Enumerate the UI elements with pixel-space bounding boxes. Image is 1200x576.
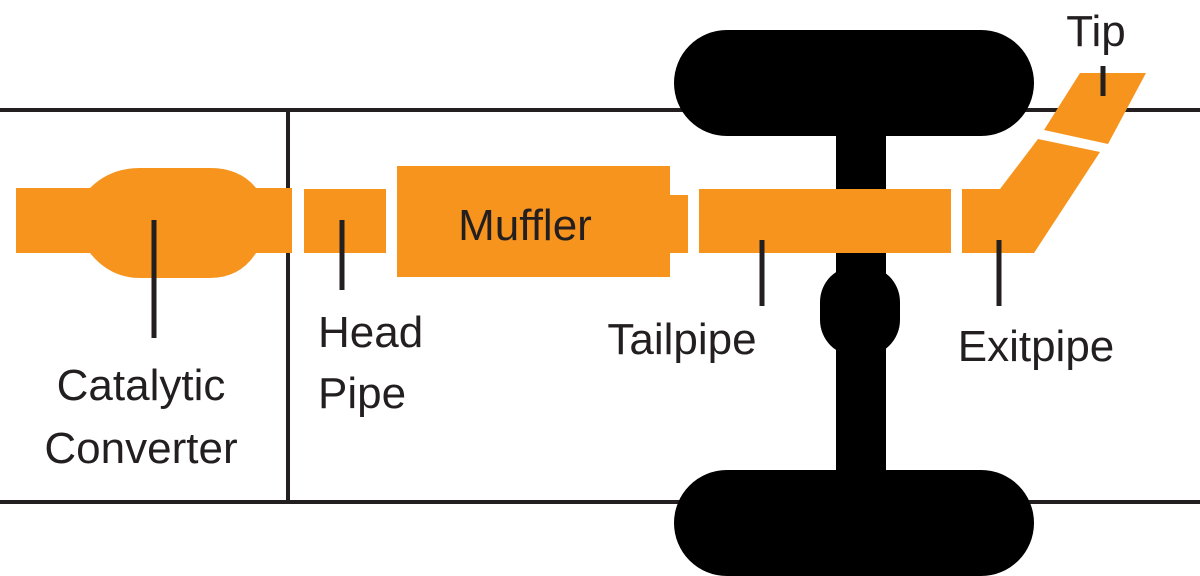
tailpipe	[699, 189, 951, 253]
tip-label: Tip	[1066, 7, 1126, 56]
head-pipe	[304, 189, 386, 253]
leader-lines	[151, 66, 1106, 338]
head-pipe-label-line1: Head	[318, 308, 423, 357]
exitpipe-label: Exitpipe	[958, 322, 1115, 371]
muffler-outlet-stub	[668, 195, 688, 253]
differential-housing	[820, 266, 900, 356]
muffler-label: Muffler	[458, 201, 592, 250]
catalytic-converter-label-line2: Converter	[44, 424, 237, 473]
rear-axle	[674, 30, 1034, 576]
tailpipe-label: Tailpipe	[607, 315, 756, 364]
muffler	[397, 166, 670, 277]
bottom-wheel	[674, 470, 1034, 576]
exitpipe	[962, 139, 1100, 253]
exhaust-tip	[1044, 73, 1146, 144]
catalytic-converter-label-line1: Catalytic	[57, 361, 226, 410]
head-pipe-label-line2: Pipe	[318, 369, 406, 418]
top-wheel	[674, 30, 1034, 136]
labels: Catalytic Converter Head Pipe Muffler Ta…	[44, 7, 1125, 473]
